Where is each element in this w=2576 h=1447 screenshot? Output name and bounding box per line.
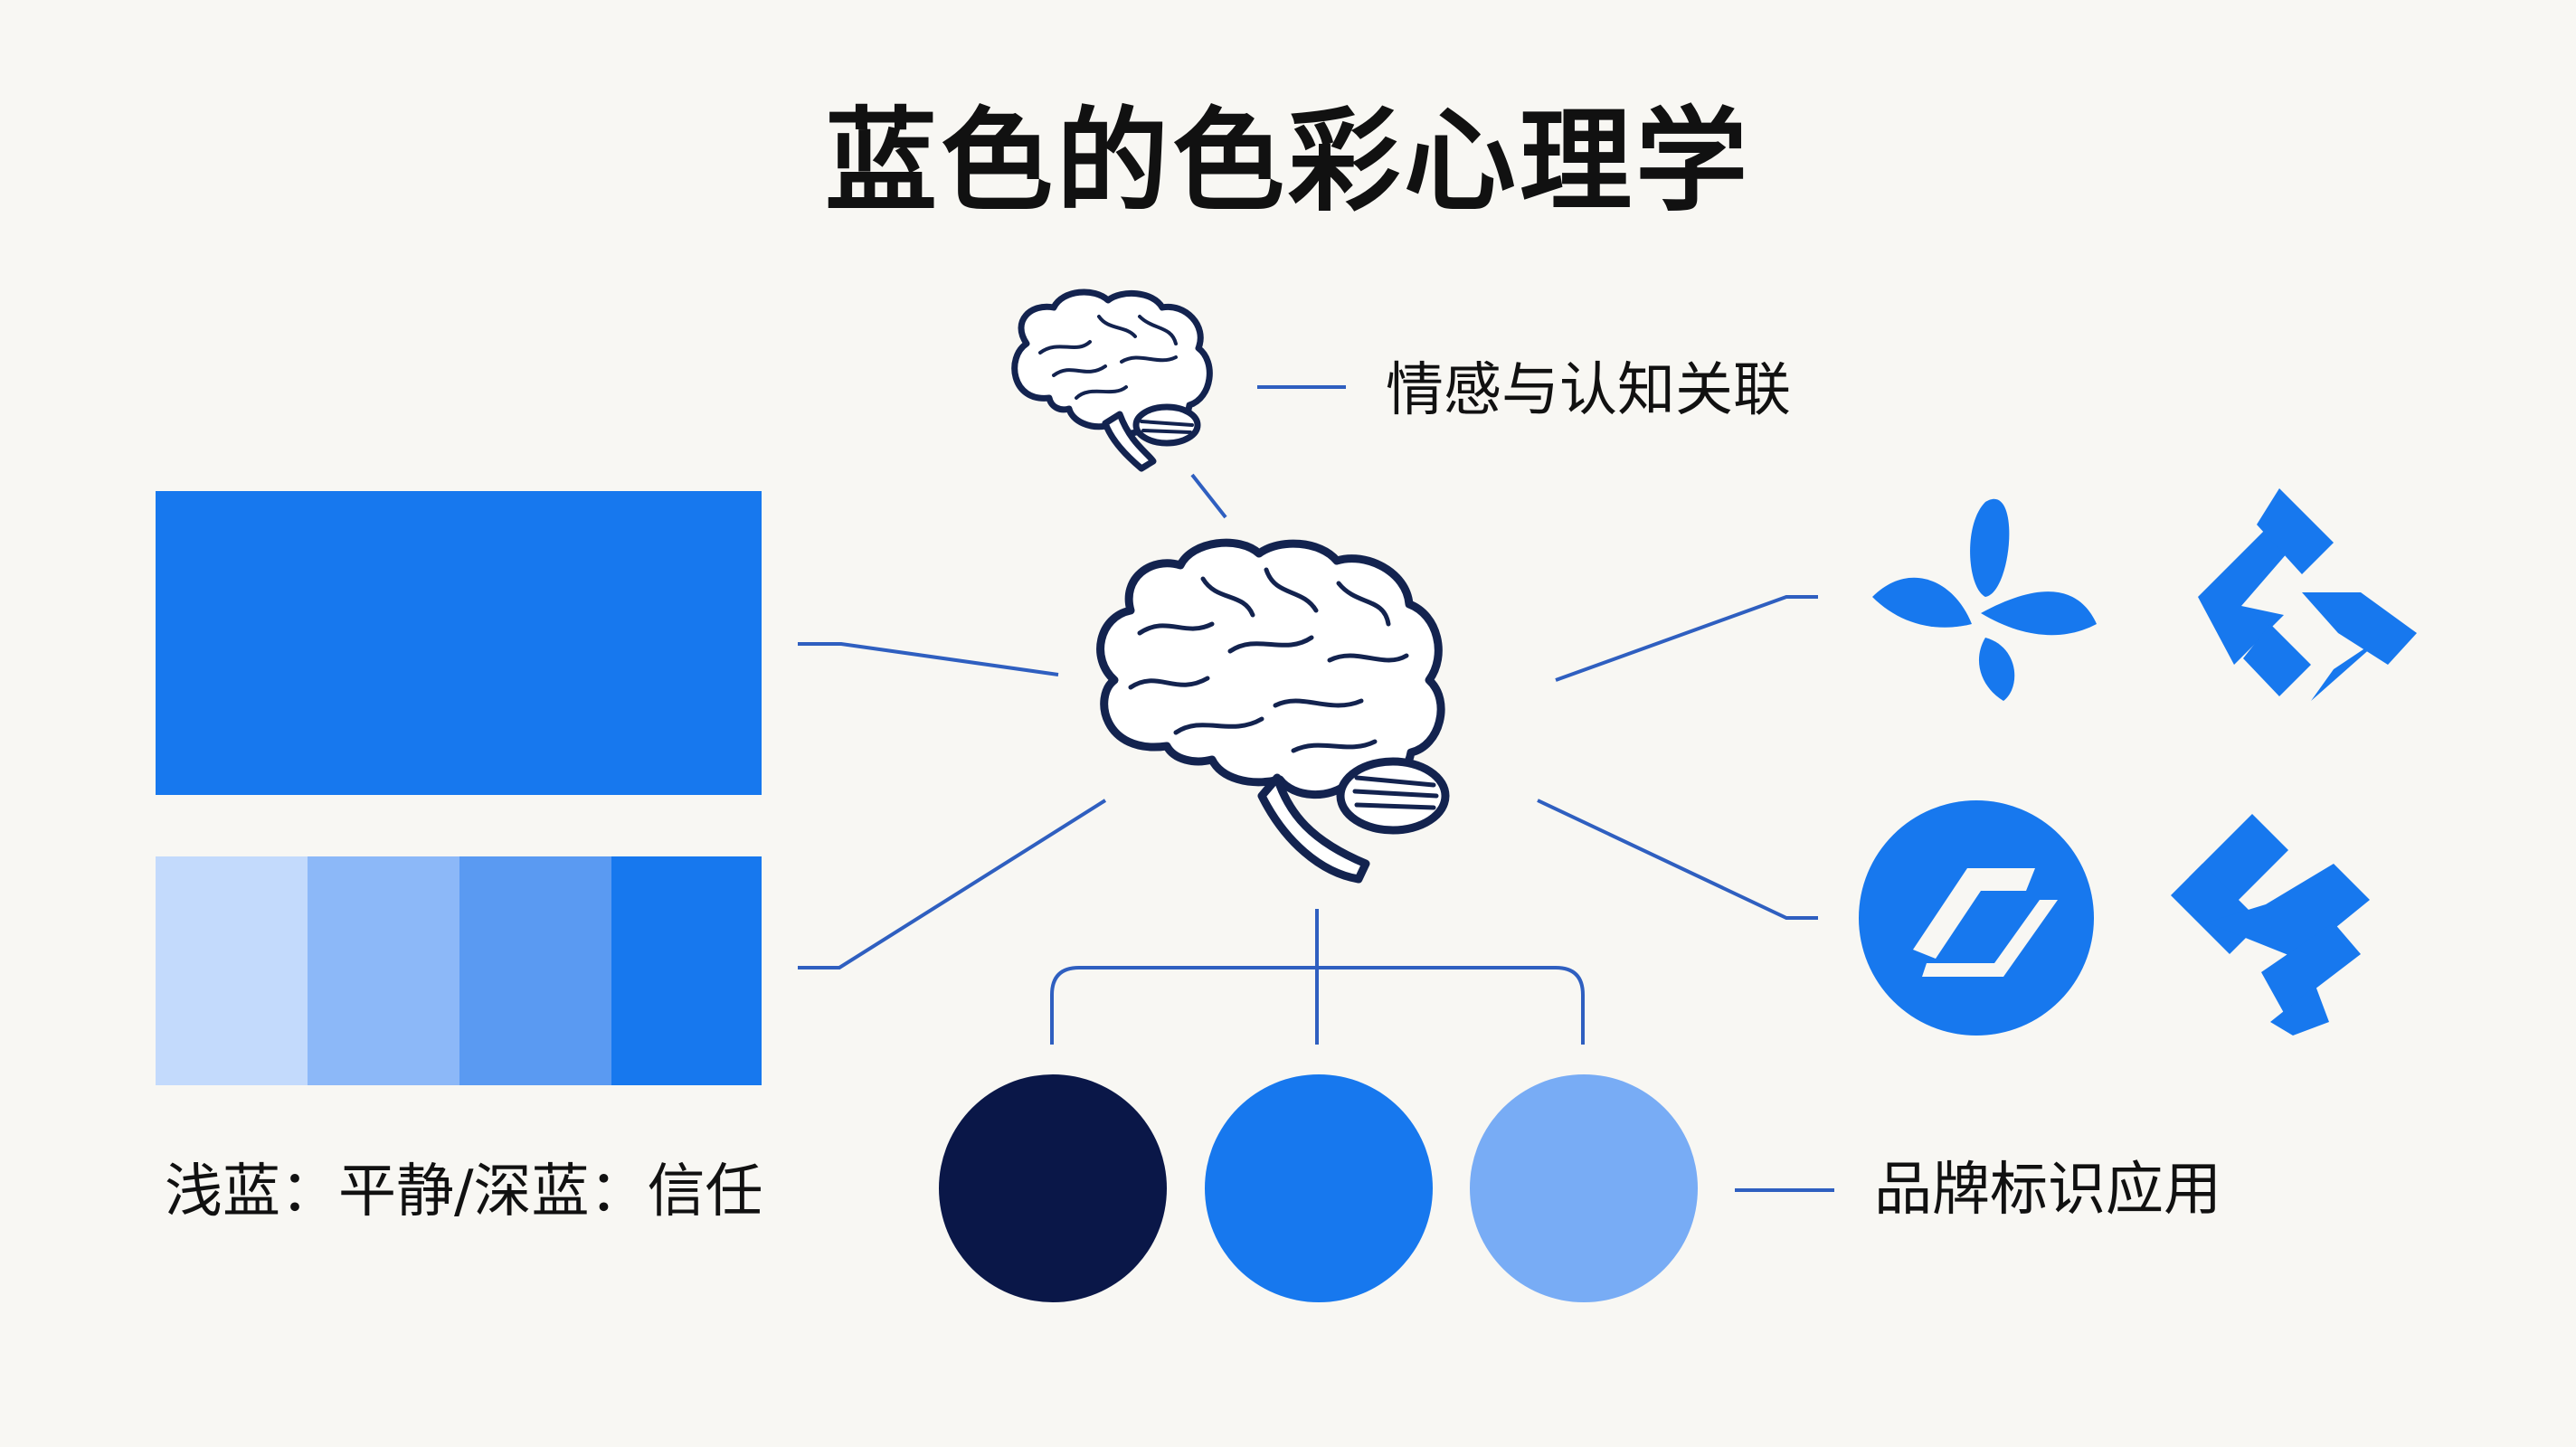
dark-navy-circle: [939, 1074, 1167, 1302]
light-blue-circle: [1470, 1074, 1698, 1302]
connector-small-brain: [1190, 473, 1227, 519]
connector-branch: [1050, 966, 1585, 1045]
leaf-cross-logo-icon: [1872, 498, 2097, 701]
main-blue-swatch: [156, 491, 762, 795]
emotion-label: 情感与认知关联: [1386, 357, 1791, 424]
palette-swatch-4: [611, 856, 762, 1085]
brand-label: 品牌标识应用: [1874, 1157, 2221, 1224]
calm-trust-label: 浅蓝：平静/深蓝：信任: [165, 1159, 763, 1225]
brain-icon-large: [1096, 538, 1450, 884]
s-diamond-logo-icon: [2171, 814, 2370, 1036]
palette-swatch-1: [156, 856, 308, 1085]
palette-swatch-2: [308, 856, 459, 1085]
connector-logos-bottom: [1537, 799, 1818, 920]
connector-logos-top: [1555, 595, 1818, 682]
medium-blue-circle: [1205, 1074, 1433, 1302]
connector-palette: [798, 799, 1107, 969]
page-title: 蓝色的色彩心理学: [824, 97, 1751, 227]
connector-main-swatch: [798, 642, 1059, 676]
connector-lines: [798, 385, 1834, 1192]
brain-icon-small: [1011, 288, 1213, 472]
s-circle-logo-icon: [1859, 800, 2094, 1036]
palette-swatch-3: [459, 856, 611, 1085]
diamond-cross-logo-icon: [2198, 488, 2417, 701]
